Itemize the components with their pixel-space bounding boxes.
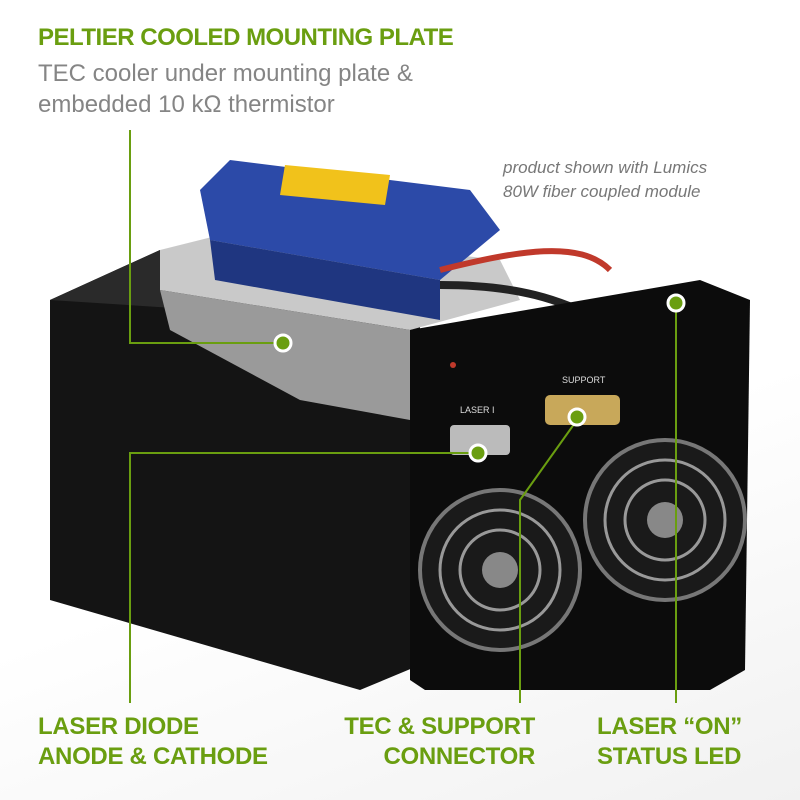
note-line-2: 80W fiber coupled module <box>503 182 701 201</box>
note-line-1: product shown with Lumics <box>503 158 708 177</box>
subtitle-line-2: embedded 10 kΩ thermistor <box>38 91 335 118</box>
callout-tec-support: TEC & SUPPORT CONNECTOR <box>344 712 535 772</box>
page-title: PELTIER COOLED MOUNTING PLATE <box>38 24 454 51</box>
callout-line: CONNECTOR <box>383 743 535 770</box>
callout-line: ANODE & CATHODE <box>38 743 268 770</box>
callout-line: LASER DIODE <box>38 713 199 740</box>
subtitle-line-1: TEC cooler under mounting plate & <box>38 60 413 87</box>
callout-lines <box>129 130 677 703</box>
support-port-label: SUPPORT <box>562 375 606 385</box>
callout-line: LASER “ON” <box>597 713 743 740</box>
callout-status-led: LASER “ON” STATUS LED <box>597 712 742 772</box>
callout-line: TEC & SUPPORT <box>344 713 535 740</box>
callout-line: STATUS LED <box>597 743 742 770</box>
callout-dots <box>273 293 686 463</box>
laser-module <box>200 160 500 280</box>
warning-label <box>280 165 390 205</box>
laser-port-label: LASER I <box>460 405 495 415</box>
callout-laser-diode: LASER DIODE ANODE & CATHODE <box>38 712 268 772</box>
fan-left <box>418 488 582 652</box>
laser-connector <box>450 425 510 455</box>
status-led <box>450 362 456 368</box>
fan-right <box>583 438 747 602</box>
